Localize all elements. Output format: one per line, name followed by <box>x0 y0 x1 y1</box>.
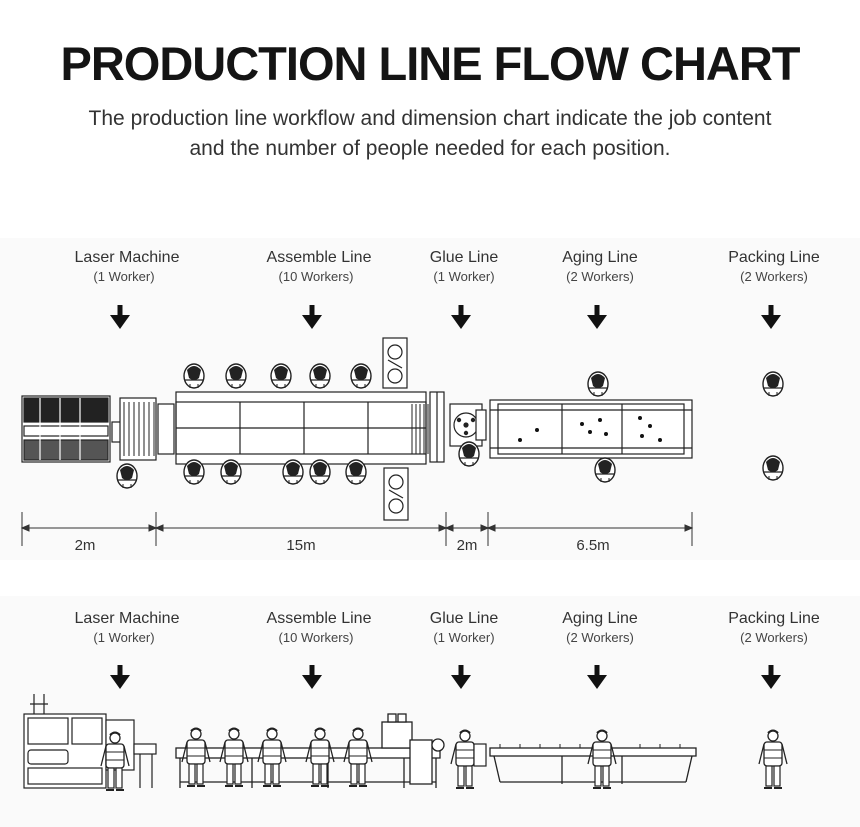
station-count-laser: (1 Worker) <box>93 269 154 284</box>
arrow-down-icon <box>451 305 471 329</box>
assemble-line-top <box>175 391 445 465</box>
station-count-aging-side: (2 Workers) <box>566 630 634 645</box>
station-label-packing: Packing Line <box>728 249 820 266</box>
station-count-assemble-side: (10 Workers) <box>279 630 354 645</box>
station-count-laser-side: (1 Worker) <box>93 630 154 645</box>
top-view-labels: Laser Machine (1 Worker) Assemble Line (… <box>75 249 820 284</box>
side-view-arrows <box>110 665 781 689</box>
worker-icon <box>225 363 247 389</box>
worker-icon <box>458 441 480 467</box>
dimension-glue: 2m <box>457 537 478 554</box>
dimension-assemble: 15m <box>286 537 315 554</box>
station-label-glue: Glue Line <box>430 249 499 266</box>
station-count-packing: (2 Workers) <box>740 269 808 284</box>
arrow-down-icon <box>110 305 130 329</box>
roller-unit-lower <box>383 467 409 521</box>
worker-icon <box>309 363 331 389</box>
worker-icon <box>270 363 292 389</box>
worker-icon <box>309 459 331 485</box>
arrow-down-icon <box>302 305 322 329</box>
aging-line-items <box>518 416 662 442</box>
arrow-down-icon <box>587 305 607 329</box>
worker-icon <box>345 459 367 485</box>
glue-machine-top <box>449 403 487 447</box>
arrow-down-icon <box>587 665 607 689</box>
page-title: PRODUCTION LINE FLOW CHART <box>60 37 801 90</box>
worker-icon <box>762 371 784 397</box>
station-label-assemble-side: Assemble Line <box>267 610 372 627</box>
dimension-laser: 2m <box>75 537 96 554</box>
worker-icon <box>282 459 304 485</box>
arrow-down-icon <box>761 665 781 689</box>
subtitle-line-1: The production line workflow and dimensi… <box>88 107 772 130</box>
top-view-arrows <box>110 305 781 329</box>
station-count-packing-side: (2 Workers) <box>740 630 808 645</box>
station-label-assemble: Assemble Line <box>267 249 372 266</box>
side-view-labels: Laser Machine (1 Worker) Assemble Line (… <box>75 610 820 645</box>
worker-icon <box>183 363 205 389</box>
arrow-down-icon <box>302 665 322 689</box>
worker-icon <box>758 729 788 789</box>
laser-machine-side <box>23 694 157 789</box>
arrow-down-icon <box>110 665 130 689</box>
station-count-glue-side: (1 Worker) <box>433 630 494 645</box>
worker-icon <box>594 457 616 483</box>
roller-unit-upper <box>382 337 408 389</box>
laser-machine-top <box>21 395 175 463</box>
station-label-packing-side: Packing Line <box>728 610 820 627</box>
subtitle-line-2: and the number of people needed for each… <box>189 137 671 160</box>
station-label-glue-side: Glue Line <box>430 610 499 627</box>
station-count-assemble: (10 Workers) <box>279 269 354 284</box>
station-label-aging-side: Aging Line <box>562 610 638 627</box>
assemble-line-side <box>175 713 445 788</box>
arrow-down-icon <box>761 305 781 329</box>
arrow-down-icon <box>451 665 471 689</box>
station-count-glue: (1 Worker) <box>433 269 494 284</box>
station-label-laser: Laser Machine <box>75 249 180 266</box>
worker-icon <box>762 455 784 481</box>
worker-icon <box>350 363 372 389</box>
glue-machine-side <box>473 743 487 767</box>
station-label-aging: Aging Line <box>562 249 638 266</box>
side-view-band <box>0 596 860 827</box>
worker-icon <box>587 371 609 397</box>
station-label-laser-side: Laser Machine <box>75 610 180 627</box>
page-subtitle: The production line workflow and dimensi… <box>20 104 840 164</box>
dimension-aging: 6.5m <box>576 537 609 554</box>
worker-icon <box>116 463 138 489</box>
aging-line-top <box>489 399 693 459</box>
worker-icon <box>220 459 242 485</box>
station-count-aging: (2 Workers) <box>566 269 634 284</box>
worker-icon <box>587 729 617 789</box>
worker-icon <box>183 459 205 485</box>
dimension-line <box>20 512 694 546</box>
